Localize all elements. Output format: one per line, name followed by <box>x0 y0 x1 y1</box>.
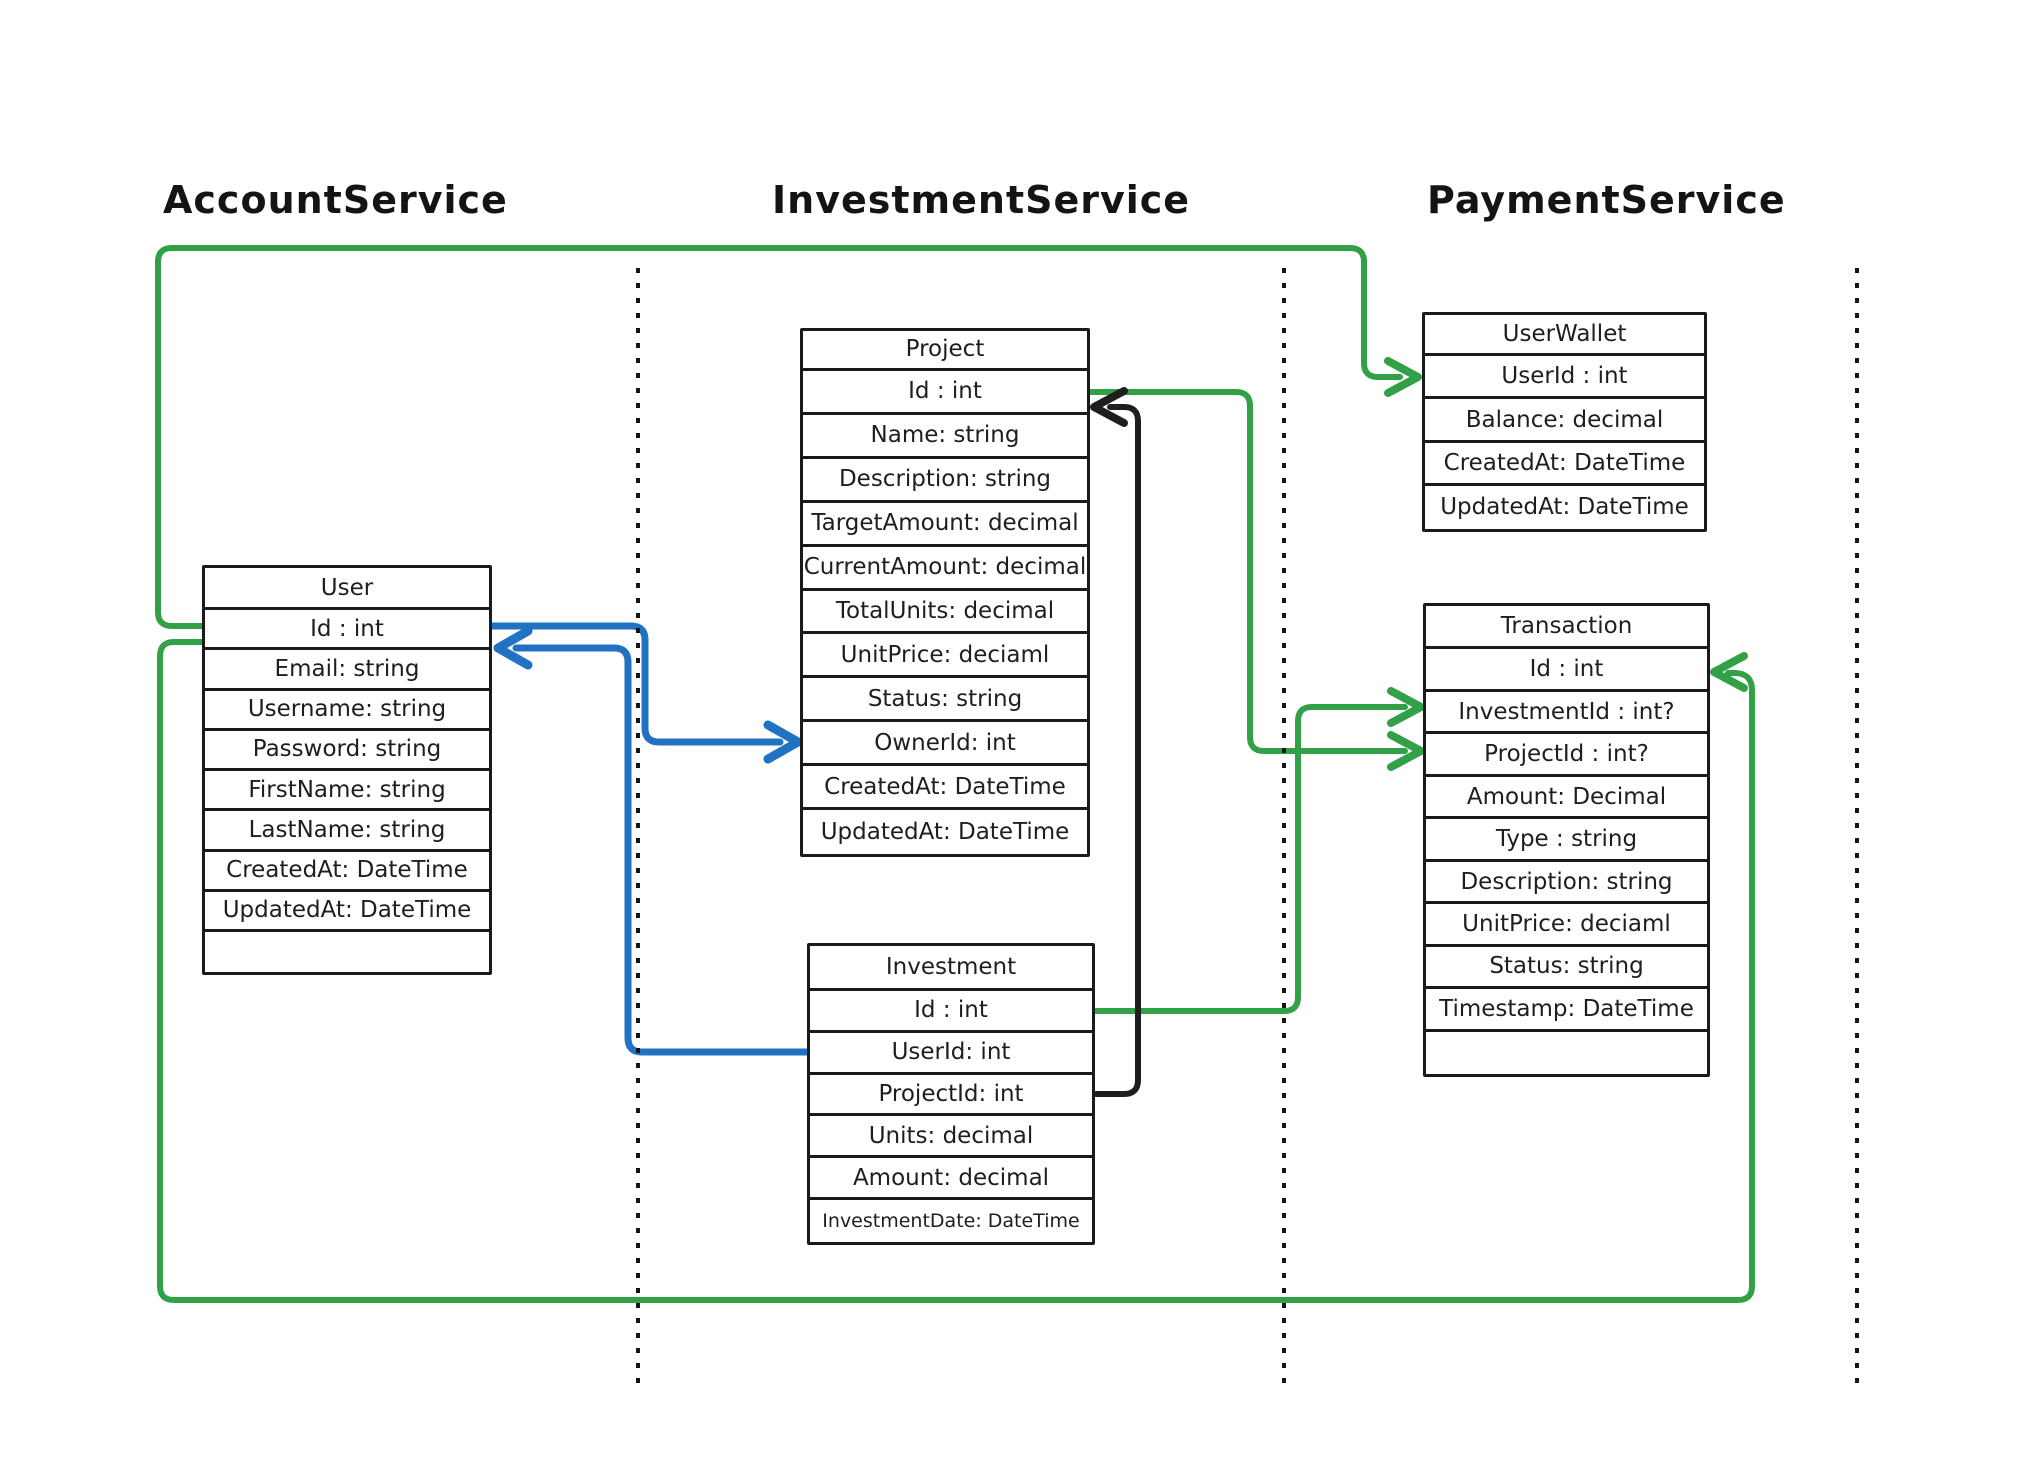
table-row: CreatedAt: DateTime <box>205 851 489 892</box>
table-row: Username: string <box>205 690 489 731</box>
table-row: UserId: int <box>810 1032 1092 1075</box>
table-row: Units: decimal <box>810 1116 1092 1159</box>
table-footer-row <box>205 931 489 972</box>
entity-table-investment: Investment Id : int UserId: int ProjectI… <box>807 943 1095 1245</box>
entity-table-transaction: Transaction Id : int InvestmentId : int?… <box>1423 603 1710 1077</box>
table-row: InvestmentDate: DateTime <box>810 1200 1092 1242</box>
table-row: CreatedAt: DateTime <box>1425 442 1704 486</box>
arrow-investment-id-to-transaction-investmentid <box>1093 687 1425 1014</box>
table-row: UpdatedAt: DateTime <box>1425 485 1704 529</box>
service-title-investment: InvestmentService <box>772 178 1191 222</box>
table-row: Amount: decimal <box>810 1158 1092 1201</box>
table-row: LastName: string <box>205 811 489 852</box>
table-footer-row <box>1426 1031 1707 1075</box>
table-row: Type : string <box>1426 819 1707 862</box>
arrow-investment-projectid-to-project-id <box>1090 387 1141 1097</box>
table-row: Timestamp: DateTime <box>1426 989 1707 1032</box>
table-row: UserId : int <box>1425 356 1704 400</box>
table-row: Id : int <box>803 370 1087 415</box>
lane-divider-right-edge <box>1855 268 1859 1392</box>
table-row: OwnerId: int <box>803 722 1087 767</box>
table-row: TotalUnits: decimal <box>803 590 1087 635</box>
table-row: UnitPrice: deciaml <box>803 634 1087 679</box>
service-title-payment: PaymentService <box>1427 178 1786 222</box>
table-row: Id : int <box>205 610 489 651</box>
table-row: Name: string <box>803 414 1087 459</box>
table-row: UpdatedAt: DateTime <box>205 891 489 932</box>
entity-table-user: User Id : int Email: string Username: st… <box>202 565 492 975</box>
arrow-user-id-to-userwallet-userid <box>155 245 1422 629</box>
table-row: CreatedAt: DateTime <box>803 766 1087 811</box>
table-row: Description: string <box>803 458 1087 503</box>
table-title: Investment <box>810 946 1092 991</box>
table-row: Amount: Decimal <box>1426 776 1707 820</box>
table-row: Status: string <box>1426 946 1707 990</box>
table-row: Id : int <box>1426 649 1707 692</box>
table-row: FirstName: string <box>205 771 489 812</box>
table-row: Id : int <box>810 990 1092 1033</box>
table-row: TargetAmount: decimal <box>803 502 1087 547</box>
entity-table-userwallet: UserWallet UserId : int Balance: decimal… <box>1422 312 1707 532</box>
table-row: UnitPrice: deciaml <box>1426 904 1707 947</box>
table-row: Password: string <box>205 730 489 772</box>
table-title: Transaction <box>1426 606 1707 650</box>
arrow-user-id-to-transaction-id <box>157 639 1755 1303</box>
table-row: UpdatedAt: DateTime <box>803 810 1087 855</box>
table-row: Description: string <box>1426 861 1707 905</box>
arrow-project-id-to-transaction-projectid <box>1088 389 1425 771</box>
lane-divider-investment-payment <box>1282 268 1286 1392</box>
table-row: CurrentAmount: decimal <box>803 546 1087 591</box>
table-title: Project <box>803 331 1087 371</box>
entity-table-project: Project Id : int Name: string Descriptio… <box>800 328 1090 857</box>
table-row: Email: string <box>205 650 489 691</box>
arrow-investment-userid-to-user-id <box>493 626 811 1056</box>
table-row: ProjectId: int <box>810 1074 1092 1117</box>
table-title: UserWallet <box>1425 315 1704 357</box>
table-row: ProjectId : int? <box>1426 734 1707 777</box>
table-title: User <box>205 568 489 611</box>
lane-divider-account-investment <box>636 268 640 1392</box>
table-row: Balance: decimal <box>1425 399 1704 443</box>
table-row: Status: string <box>803 678 1087 723</box>
service-title-account: AccountService <box>163 178 508 222</box>
table-row: InvestmentId : int? <box>1426 691 1707 735</box>
